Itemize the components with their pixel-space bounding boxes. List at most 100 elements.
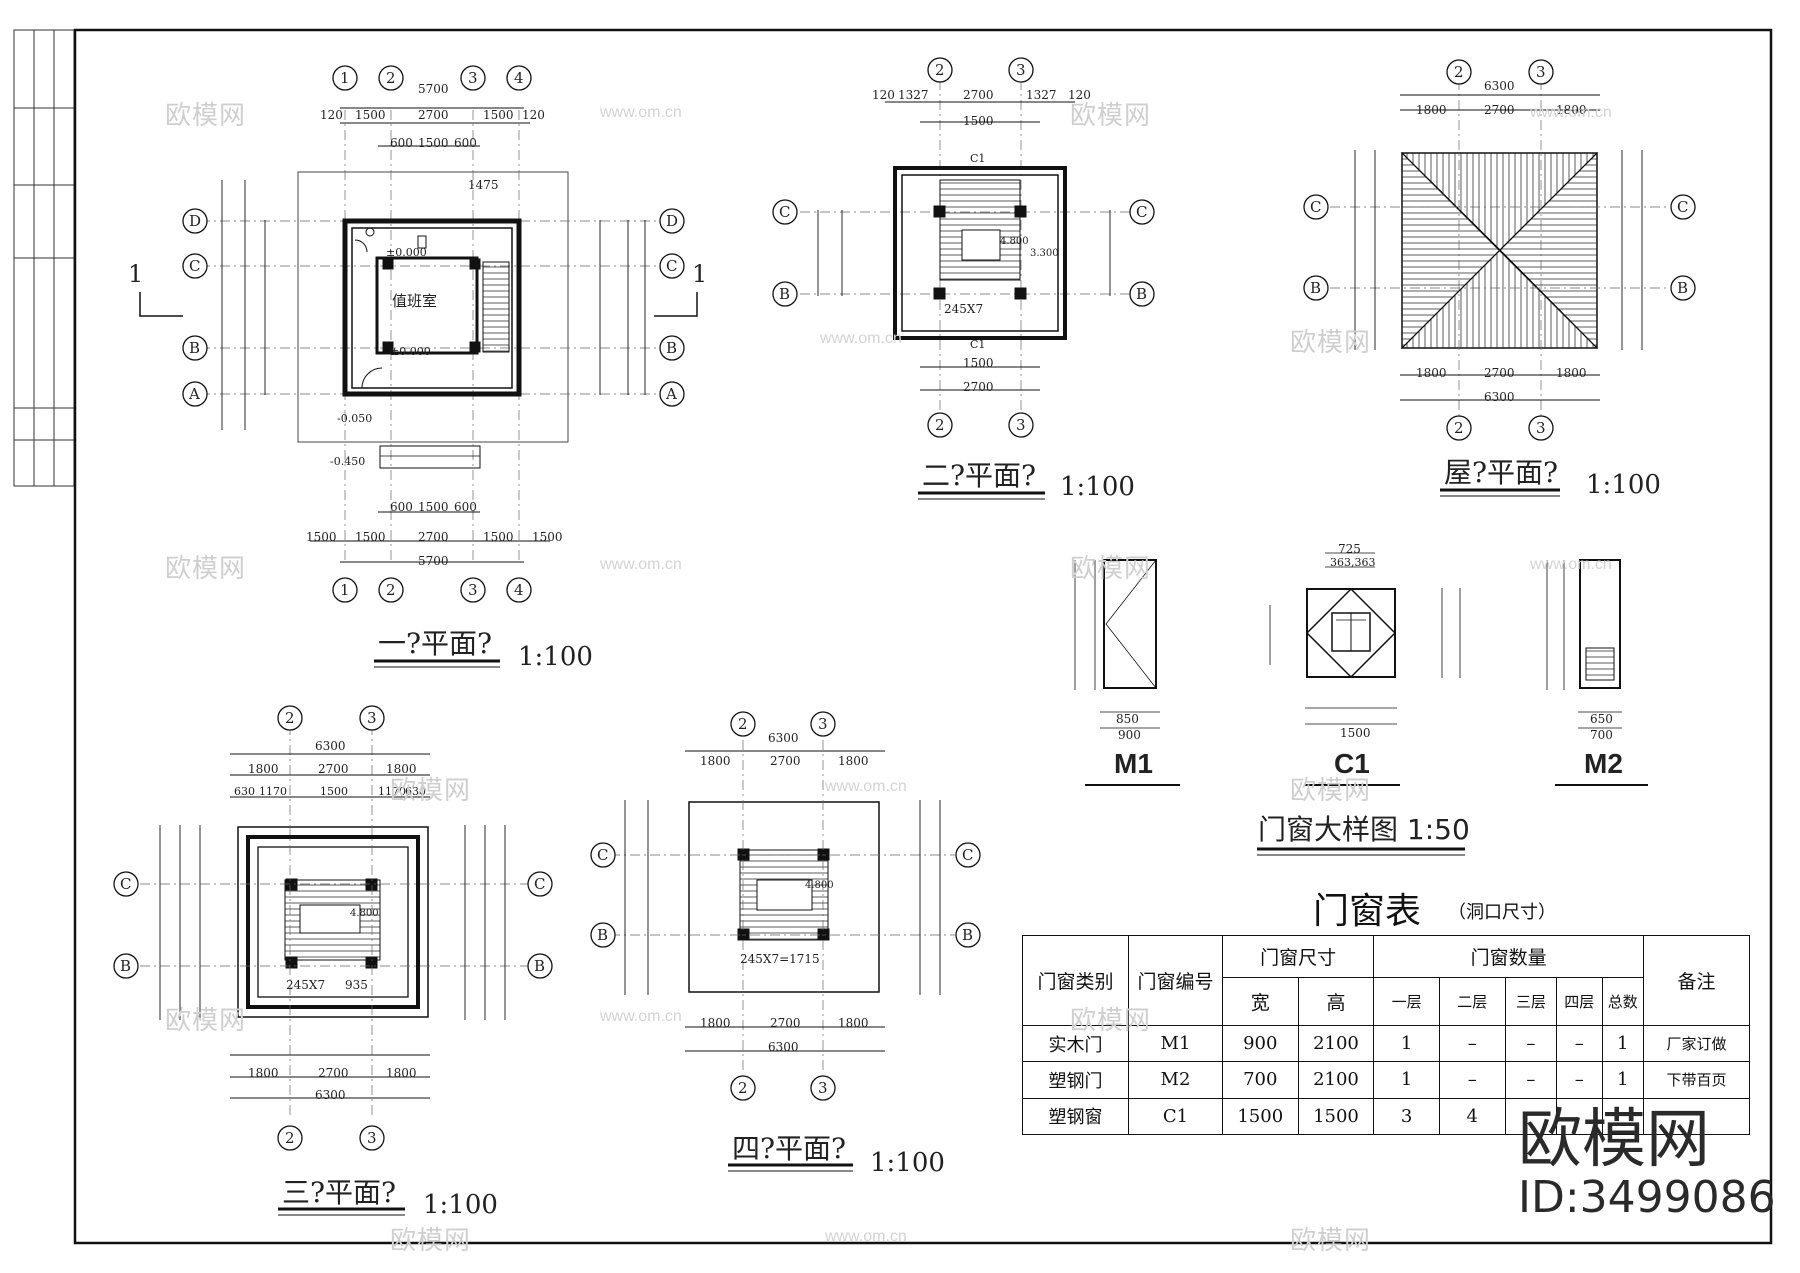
dim-2700: 2700 [963,380,994,394]
axis-label-C: C [1136,203,1148,221]
axis-label-C: C [779,203,791,221]
dim-935: 935 [345,978,368,992]
dim-1800: 1800 [248,762,279,776]
axis-label-C: C [962,846,974,864]
title-block [13,29,75,487]
dim-1500: 1500 [532,530,563,544]
dim-1327: 1327 [1026,88,1057,102]
plan-1-title: 一?平面? [378,627,493,660]
dim-1500: 1500 [320,785,348,798]
detail-m1-label: M1 [1114,748,1153,779]
watermark-url: www.om.cn [600,104,682,121]
cell-height: 2100 [1297,1061,1375,1099]
section-mark: 1 [128,260,144,288]
cell-floor-4: – [1556,1024,1603,1063]
axis-label-C: C [120,875,132,893]
plan-2-title: 二?平面? [922,459,1037,492]
axis-label-B: B [1310,279,1322,297]
table-subheader-row: 宽 高 一层 二层 三层 四层 总数 [1023,977,1750,1026]
dim-1800: 1800 [1416,103,1447,117]
dim-1500: 1500 [963,356,994,370]
plan-4-floor [610,740,955,1070]
dim-1800: 1800 [700,754,731,768]
level-1: -0.050 [337,412,373,425]
table-header-row: 门窗类别 门窗编号 门窗尺寸 门窗数量 备注 [1021,935,1751,1026]
watermark: 欧模网 [1290,1225,1372,1255]
detail-c1 [1269,552,1461,786]
watermark: 欧模网 [165,100,247,130]
axis-label-3: 3 [367,1129,377,1147]
header-size: 门窗尺寸 [1221,935,1375,978]
cell-width: 900 [1221,1024,1299,1063]
dim-1327: 1327 [898,88,929,102]
cell-floor-4 [1556,1097,1603,1136]
dim-650: 650 [1590,712,1613,726]
dim-2700: 2700 [318,1066,349,1080]
dim-6300: 6300 [315,739,346,753]
dim-120: 120 [320,108,343,122]
cell-floor-3: – [1504,1024,1558,1063]
level-4: 4.800 [1000,236,1029,247]
cell-code: M2 [1128,1061,1223,1099]
axis-label-C: C [1310,198,1322,216]
plan-3-scale: 1:100 [423,1190,498,1220]
dim-600: 600 [390,136,413,150]
header-type: 门窗类别 [1021,935,1130,1026]
axis-label-2: 2 [738,715,748,733]
cell-floor-3: – [1504,1061,1558,1099]
dim-120: 120 [522,108,545,122]
door-window-table: 门窗类别 门窗编号 门窗尺寸 门窗数量 备注 宽 高 一层 二层 三层 四层 总… [1021,935,1751,1136]
dim-6300: 6300 [315,1088,346,1102]
watermark-url: www.om.cn [825,1228,907,1245]
plan-3-floor [140,725,530,1115]
header-qty: 门窗数量 [1373,935,1644,978]
dim-1800: 1800 [1556,366,1587,380]
header-floor-2: 二层 [1438,977,1506,1026]
dim-725: 725 [1338,542,1361,556]
axis-label-2: 2 [386,581,396,599]
axis-label-B: B [1677,279,1689,297]
dim-1500: 1500 [355,108,386,122]
dim-1170: 1170 [259,785,287,798]
axis-label-A: A [189,385,200,403]
dim-630: 630 [234,785,255,798]
axis-label-C: C [597,846,609,864]
watermark: 欧模网 [1070,553,1152,583]
cell-type: 塑钢窗 [1021,1097,1130,1136]
dim-1500: 1500 [1340,726,1371,740]
dim-6300: 6300 [1484,79,1515,93]
axis-label-3: 3 [818,715,828,733]
level-4: 4.800 [805,880,834,891]
plan-1-floor [139,107,698,563]
dim-6300: 6300 [768,1040,799,1054]
watermark-url: www.om.cn [1530,556,1612,573]
axis-label-B: B [1136,285,1148,303]
cell-floor-1: 3 [1373,1097,1440,1136]
dim-600: 600 [454,500,477,514]
section-mark: 1 [692,260,708,288]
dim-2700: 2700 [1484,366,1515,380]
dim-6300: 6300 [1484,390,1515,404]
plan-4-title: 四?平面? [732,1132,847,1165]
dim-1170: 1170 [378,785,406,798]
cell-floor-2: 4 [1438,1097,1506,1136]
cell-code: M1 [1128,1024,1223,1063]
cell-height: 1500 [1297,1097,1375,1136]
dim-1800: 1800 [386,762,417,776]
detail-title: 门窗大样图 1:50 [1258,813,1470,846]
roof-plan-scale: 1:100 [1586,470,1661,500]
watermark: 欧模网 [1070,1005,1152,1035]
axis-label-D: D [189,212,202,230]
brand-logo: 欧模网 [1518,1103,1710,1177]
header-floor-4: 四层 [1556,977,1603,1026]
dim-1475: 1475 [468,178,499,192]
sheet-border [73,28,1773,1245]
brand-id: ID:3499086 [1518,1172,1776,1223]
cell-type: 塑钢门 [1021,1061,1130,1099]
cell-remark: 下带百页 [1642,1061,1751,1099]
axis-label-1: 1 [340,581,350,599]
cell-floor-2: – [1438,1061,1506,1099]
dim-1500: 1500 [418,500,449,514]
detail-m1 [1074,559,1180,786]
door-window-table-title: 门窗表 [1313,891,1422,932]
